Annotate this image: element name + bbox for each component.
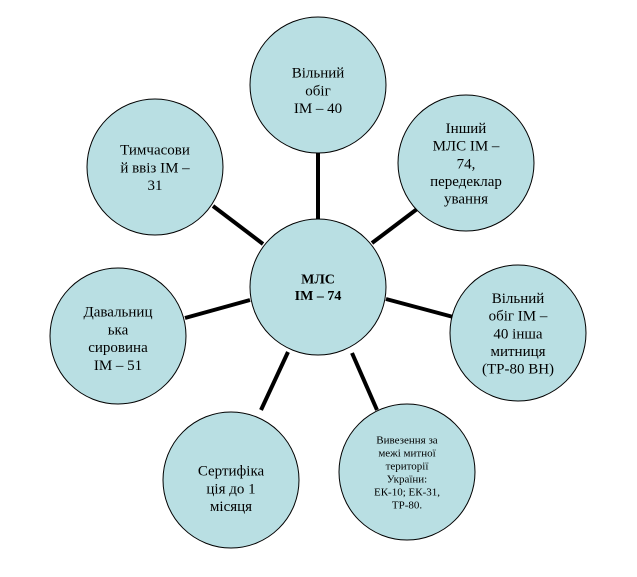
node-sertyfikatsiia-circle [162,411,300,549]
label-line: Давальниц [84,305,153,321]
label-line: (ТР-80 ВН) [482,362,554,378]
label-line: МЛС ІМ – [433,139,500,155]
label-line: Інший [446,121,487,137]
label-line: обіг ІМ – [489,309,548,325]
label-line: 31 [148,178,163,194]
label-line: сировина [88,340,148,356]
node-vilnyi-obig-insha-mytnytsia: Вільний обіг ІМ –40 інша митниця (ТР-80 ВН) [449,264,587,402]
label-line: обіг [305,83,330,99]
label-line: України: [387,473,427,485]
node-davalnytska-syrovyna-circle [49,267,187,405]
label-line: ІМ – 40 [294,101,342,117]
node-vyvezennia-circle [338,403,476,541]
node-vilnyi-obig-insha-mytnytsia-circle [449,264,587,402]
label-line: ування [444,192,488,208]
label-line: ька [108,322,129,338]
connector-vilnyi-obig-insha-mytnytsia [385,297,458,320]
node-vilnyi-obig-insha-mytnytsia-label: Вільний обіг ІМ –40 інша митниця (ТР-80 ВН) [482,291,554,378]
connector-sertyfikatsiia [259,351,290,411]
label-line: ЕК-10; ЕК-31, [374,486,440,498]
label-line: Вивезення за [376,434,438,446]
center-node-circle [249,218,387,356]
label-line: передеклар [430,174,502,190]
connectors [184,150,458,411]
connector-davalnytska-syrovyna [184,298,251,320]
label-line: ІМ – 74 [295,289,342,304]
label-line: митниця [490,344,545,360]
node-vilnyi-obig-circle [249,16,387,154]
label-line: 40 інша [493,326,542,342]
label-line: Тимчасови [120,143,190,159]
label-line: Сертифіка [198,464,265,480]
label-line: 74, [457,156,476,172]
label-line: ція до 1 [206,481,255,497]
label-line: Вільний [292,66,345,82]
label-line: території [386,460,430,472]
label-line: ТР-80. [392,499,423,511]
connector-vyvezennia [350,352,379,411]
label-line: ІМ – 51 [94,358,142,374]
label-line: МЛС [301,273,335,288]
connector-tymchasovyi-vviz [211,204,265,246]
node-tymchasovyi-vviz-circle [86,98,224,236]
node-inshyi-mls-circle [397,94,535,232]
label-line: межі митної [378,447,436,459]
label-line: місяця [210,499,252,515]
label-line: й ввіз ІМ – [120,160,190,176]
label-line: Вільний [492,291,545,307]
